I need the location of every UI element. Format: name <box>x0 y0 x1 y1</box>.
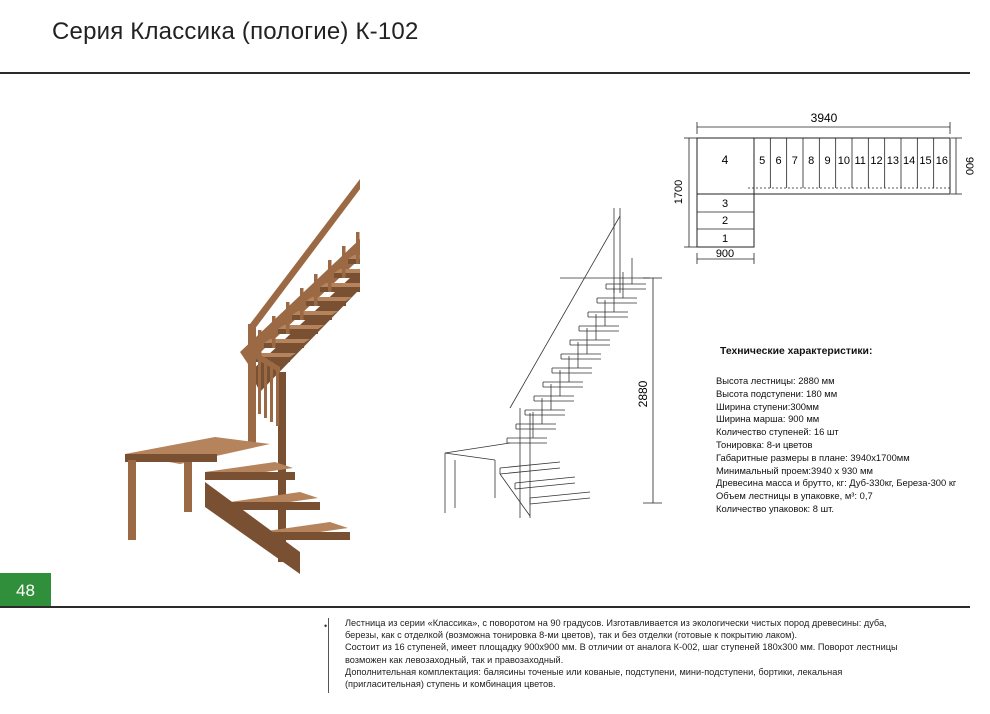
plan-step-label: 12 <box>870 155 882 167</box>
description: Лестница из серии «Классика», с поворото… <box>345 617 905 690</box>
plan-step-label: 15 <box>919 155 931 167</box>
baluster <box>286 302 290 334</box>
lower-tread-edge <box>260 532 350 540</box>
staircase-sketch: 2880 <box>444 208 662 518</box>
stair-tread <box>334 269 360 273</box>
plan-step-label: 6 <box>775 155 781 167</box>
lower-stringer <box>205 482 300 574</box>
baluster <box>314 274 318 306</box>
stair-tread <box>292 311 338 315</box>
baluster <box>342 246 346 278</box>
spec-row: Количество упаковок: 8 шт. <box>716 502 834 514</box>
lower-tread-edge <box>205 472 295 480</box>
page-number: 48 <box>0 573 51 608</box>
stair-tread-edge <box>250 357 290 362</box>
stair-tread-edge <box>278 329 318 334</box>
spec-row: Количество ступеней: 16 шт <box>716 426 839 438</box>
baluster <box>272 316 276 348</box>
plan-step-label: 10 <box>838 155 850 167</box>
baluster <box>276 366 279 426</box>
spec-row: Древесина масса и брутто, кг: Дуб-330кг,… <box>716 477 957 489</box>
description-paragraph: Лестница из серии «Классика», с поворото… <box>345 618 887 641</box>
sketch-line <box>514 482 576 490</box>
lower-tread-edge <box>230 502 320 510</box>
description-bar <box>328 618 329 693</box>
tech-specs: Технические характеристики: Высота лестн… <box>716 346 956 516</box>
plan-small-depth-label: 900 <box>963 157 975 175</box>
description-paragraph: Состоит из 16 ступеней, имеет площадку 9… <box>345 642 898 665</box>
description-bullet: • <box>324 621 328 631</box>
plan-step-label: 14 <box>903 155 915 167</box>
stair-tread <box>278 325 324 329</box>
stair-tread-edge <box>320 287 360 292</box>
baluster <box>258 354 261 414</box>
stair-tread-edge <box>292 315 332 320</box>
spec-row: Ширина ступени:300мм <box>716 400 819 412</box>
staircase-photo <box>125 179 360 574</box>
spec-row: Тонировка: 8-и цветов <box>716 438 813 450</box>
page-title: Серия Классика (пологие) К-102 <box>52 18 419 45</box>
stair-tread <box>306 297 352 301</box>
specs-title: Технические характеристики: <box>720 346 873 357</box>
sketch-line <box>509 215 621 409</box>
stair-tread <box>320 283 360 287</box>
spec-row: Габаритные размеры в плане: 3940х1700мм <box>716 451 910 463</box>
spec-row: Минимальный проем:3940 х 930 мм <box>716 464 873 476</box>
plan-landing-label: 4 <box>722 153 729 167</box>
spec-row: Объем лестницы в упаковке, м³: 0,7 <box>716 490 873 502</box>
plan-step-label: 1 <box>722 233 728 245</box>
baluster <box>300 288 304 320</box>
plan-step-label: 5 <box>759 155 765 167</box>
spec-row: Высота лестницы: 2880 мм <box>716 375 835 386</box>
baluster <box>264 358 267 418</box>
handrail <box>250 179 360 330</box>
stair-tread-edge <box>306 301 346 306</box>
landing-leg <box>128 460 136 540</box>
baluster <box>258 330 262 362</box>
landing-post <box>248 324 256 444</box>
plan-step-label: 9 <box>824 155 830 167</box>
plan-depth-label: 1700 <box>673 180 685 204</box>
sketch-line <box>444 442 511 454</box>
sketch-line <box>499 473 531 517</box>
plan-step-label: 11 <box>854 155 865 167</box>
landing-leg <box>184 462 192 512</box>
spec-row: Ширина марша: 900 мм <box>716 413 820 425</box>
spec-row: Высота подступени: 180 мм <box>716 387 838 399</box>
plan-step-label: 7 <box>792 155 798 167</box>
stair-tread-edge <box>334 273 360 278</box>
stair-tread <box>264 339 310 343</box>
header-divider <box>0 72 970 74</box>
plan-step-label: 13 <box>887 155 899 167</box>
plan-step-label: 2 <box>722 215 728 227</box>
sketch-line <box>444 452 496 461</box>
description-paragraph: Дополнительная комплектация: балясины то… <box>345 666 843 690</box>
plan-width-label: 3940 <box>811 111 838 125</box>
sketch-line <box>514 476 576 484</box>
sketch-line <box>529 497 591 505</box>
baluster <box>328 260 332 292</box>
baluster <box>356 232 360 264</box>
footer-divider <box>0 606 970 608</box>
landing-edge <box>125 454 217 462</box>
sketch-line <box>529 491 591 499</box>
height-label: 2880 <box>636 380 650 407</box>
plan-step-label: 3 <box>722 198 728 210</box>
plan-small-width-label: 900 <box>716 248 734 260</box>
baluster <box>270 362 273 422</box>
stair-tread-edge <box>264 343 304 348</box>
stair-tread-edge <box>348 259 360 264</box>
plan-step-label: 16 <box>936 155 948 167</box>
plan-step-label: 8 <box>808 155 814 167</box>
